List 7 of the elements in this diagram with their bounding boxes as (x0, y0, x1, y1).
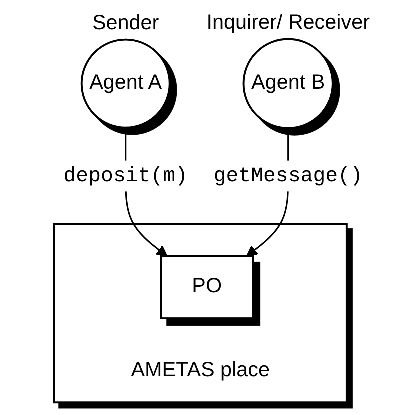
node-caption: Inquirer/ Receiver (207, 10, 370, 34)
node-circle: Agent B (243, 38, 334, 129)
node-box: PO (160, 255, 254, 320)
node-caption: Sender (92, 10, 160, 34)
node-circle: Agent A (81, 38, 172, 128)
edge-label: deposit(m) (64, 164, 188, 188)
edge-label: getMessage() (214, 164, 364, 188)
